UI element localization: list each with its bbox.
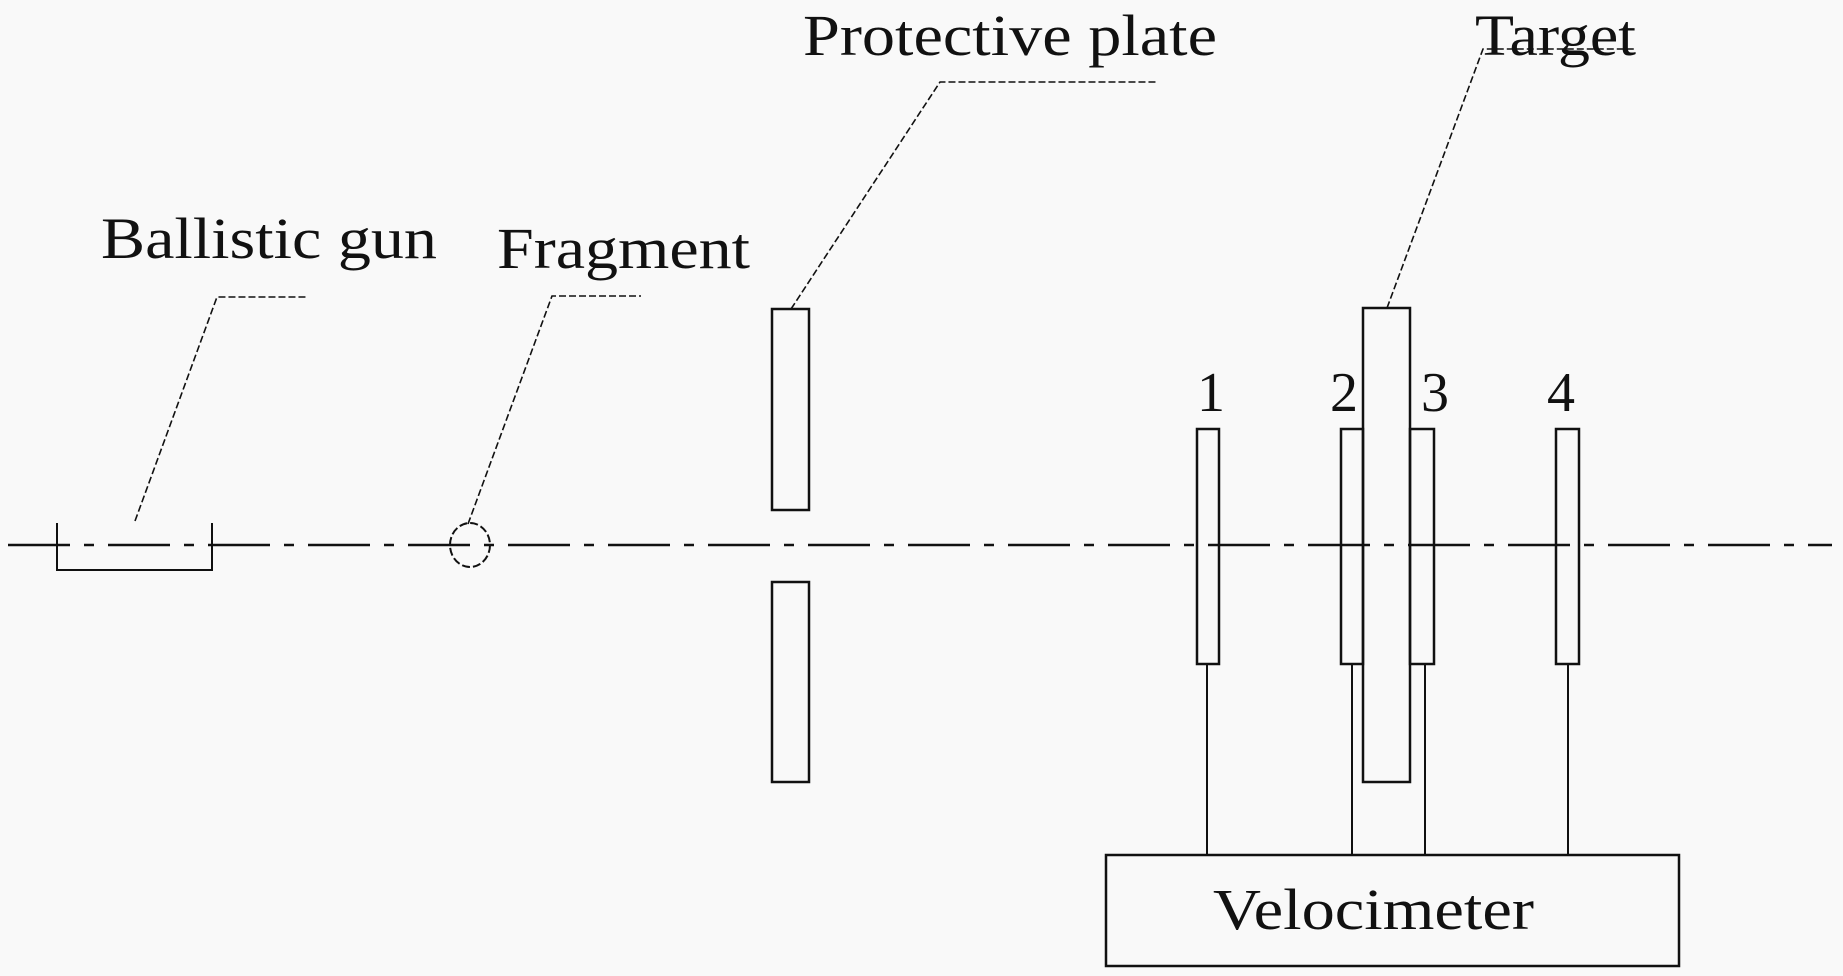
target-label: Target <box>1475 3 1636 68</box>
target <box>1361 306 1412 784</box>
sensor-1-label: 1 <box>1197 362 1225 424</box>
protective-plate-leader <box>790 81 1158 310</box>
target-leader <box>1386 48 1636 309</box>
protective-plate-label: Protective plate <box>803 3 1217 68</box>
ballistic-gun-label: Ballistic gun <box>101 206 437 271</box>
sensor-3-label: 3 <box>1421 362 1449 424</box>
fragment-leader <box>467 295 641 525</box>
ballistic-gun-leader <box>134 296 308 522</box>
ballistic-gun <box>56 523 213 571</box>
sensor-4-label: 4 <box>1547 362 1575 424</box>
sensor-4 <box>1554 427 1581 666</box>
sensor-2 <box>1339 427 1365 666</box>
protective-plate-upper <box>770 307 811 512</box>
sensor-2-label: 2 <box>1330 362 1358 424</box>
velocimeter-box <box>1104 853 1681 968</box>
sensor-3 <box>1408 427 1436 666</box>
velocimeter-label: Velocimeter <box>1213 877 1534 942</box>
fragment <box>449 522 491 568</box>
protective-plate-lower <box>770 580 811 784</box>
sensor-1 <box>1195 427 1221 666</box>
fragment-label: Fragment <box>497 216 750 281</box>
